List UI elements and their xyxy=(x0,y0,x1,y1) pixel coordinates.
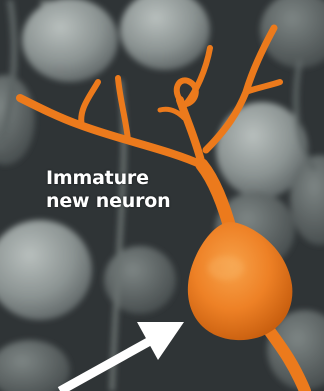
soma-highlight xyxy=(208,256,244,280)
neuron-label: Immature new neuron xyxy=(46,167,196,213)
label-line-2: new neuron xyxy=(46,190,196,213)
label-line-1: Immature xyxy=(46,167,196,190)
